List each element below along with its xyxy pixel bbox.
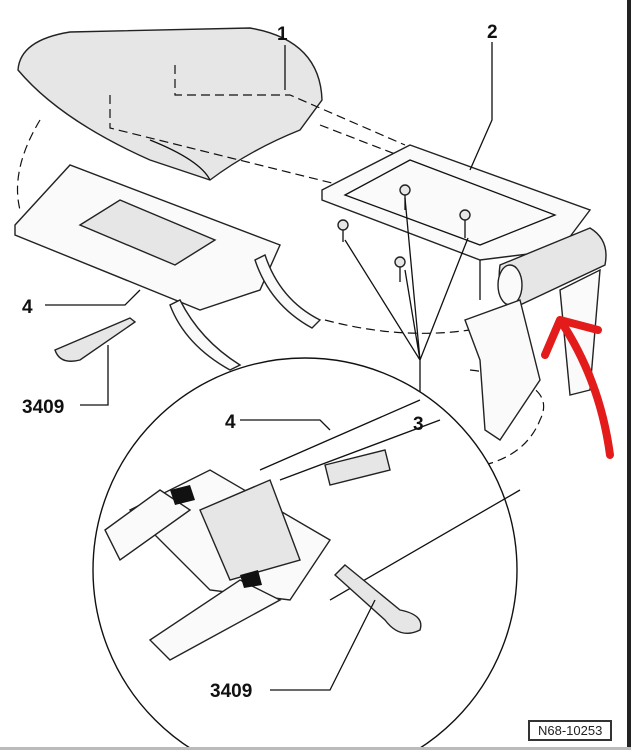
bottom-border xyxy=(0,747,631,750)
reference-code: N68-10253 xyxy=(528,720,613,741)
armrest-lid xyxy=(17,27,323,181)
red-arrow-annotation xyxy=(541,316,614,459)
right-border xyxy=(627,0,631,750)
label-screws: 3 xyxy=(413,414,424,435)
hinge-mechanism xyxy=(464,227,607,441)
label-armrest-lid: 1 xyxy=(277,24,288,45)
label-tool-3409: 3409 xyxy=(22,397,64,418)
label-trim-panel: 4 xyxy=(22,297,33,318)
tool-3409 xyxy=(54,317,137,362)
label-console-frame: 2 xyxy=(487,22,498,43)
detail-view xyxy=(92,357,521,750)
trim-panel xyxy=(14,164,322,371)
label-detail-trim-panel: 4 xyxy=(225,412,236,433)
label-detail-tool-3409: 3409 xyxy=(210,681,252,702)
